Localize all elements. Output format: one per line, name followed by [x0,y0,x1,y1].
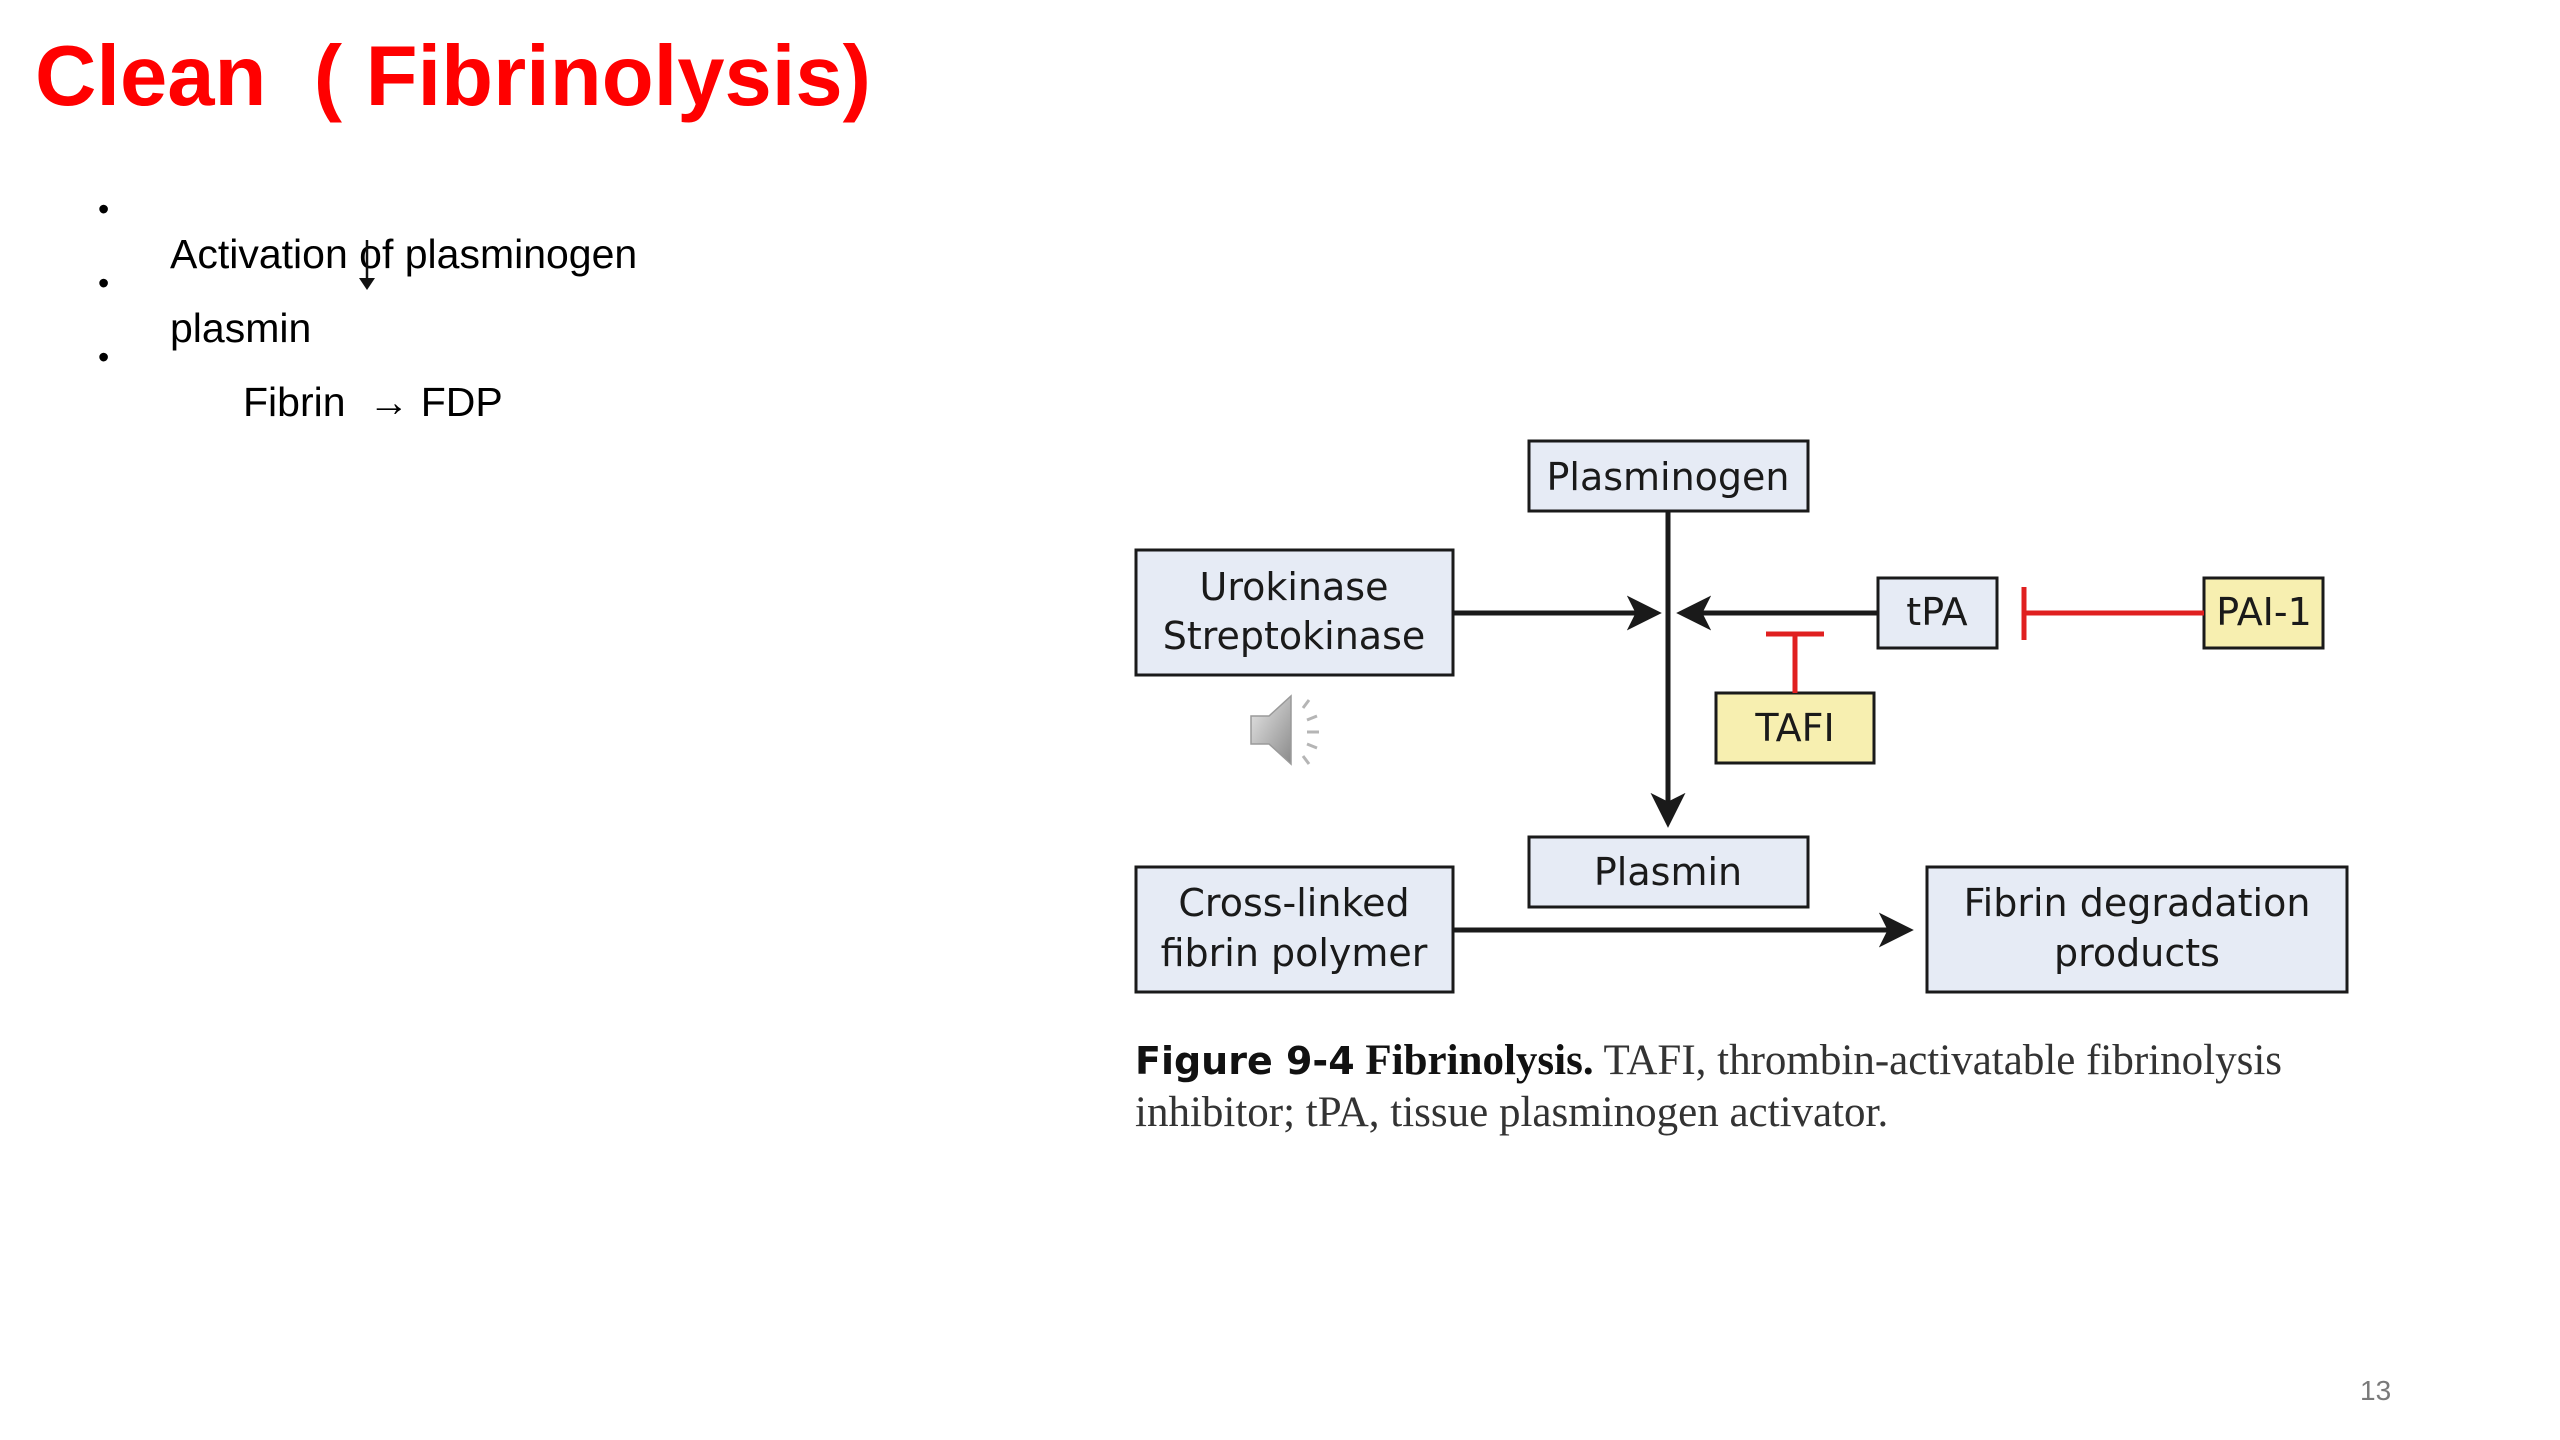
tafi-label: TAFI [1754,706,1834,750]
fdp-label-line2: products [2054,931,2220,975]
bullet-dot: • [98,265,110,301]
figure-caption: Figure 9-4 Fibrinolysis. TAFI, thrombin-… [1135,1035,2435,1140]
plasminogen-label: Plasminogen [1546,455,1789,499]
tafi-inhibition-line [1766,631,1824,693]
fibrin-polymer-label-line2: fibrin polymer [1161,931,1428,975]
pai1-label: PAI-1 [2216,590,2312,634]
speaker-icon[interactable] [1245,688,1340,773]
bullet-item: • plasmin [0,226,311,390]
tpa-label: tPA [1906,590,1967,634]
pai1-node: PAI-1 [2202,576,2325,650]
pai1-inhibition-line [2021,587,2204,640]
figure-name: Fibrinolysis. [1365,1037,1594,1084]
activators-label-line1: Urokinase [1200,565,1389,609]
plasminogen-node: Plasminogen [1527,439,1810,513]
page-number: 13 [2360,1375,2392,1406]
bullet-text: plasmin [170,305,312,351]
bullet-text: Fibrin → FDP [243,379,503,425]
fdp-node: Fibrin degradation products [1925,865,2349,994]
bullet-dot: • [98,191,110,227]
plasmin-label: Plasmin [1594,850,1742,894]
bullet-item: • Fibrin → FDP [0,300,503,464]
activators-node: Urokinase Streptokinase [1134,548,1455,677]
bullet-dot: • [98,339,110,375]
slide-title: Clean ( Fibrinolysis) [35,29,871,124]
bullet-item: • Activation of plasminogen [0,152,637,316]
activators-label-line2: Streptokinase [1163,614,1426,658]
tpa-node: tPA [1876,576,1999,650]
fibrin-polymer-node: Cross-linked fibrin polymer [1134,865,1455,994]
bullet-text: Activation of plasminogen [170,231,638,277]
figure-label: Figure 9-4 [1135,1039,1355,1083]
tafi-node: TAFI [1714,691,1876,765]
fibrin-polymer-label-line1: Cross-linked [1178,881,1409,925]
fdp-label-line1: Fibrin degradation [1964,881,2311,925]
figure-caption-text: TAFI, thrombin-activatable fibrinolysis … [1135,1037,2282,1137]
plasmin-node: Plasmin [1527,835,1810,909]
down-arrow-icon [359,240,375,290]
